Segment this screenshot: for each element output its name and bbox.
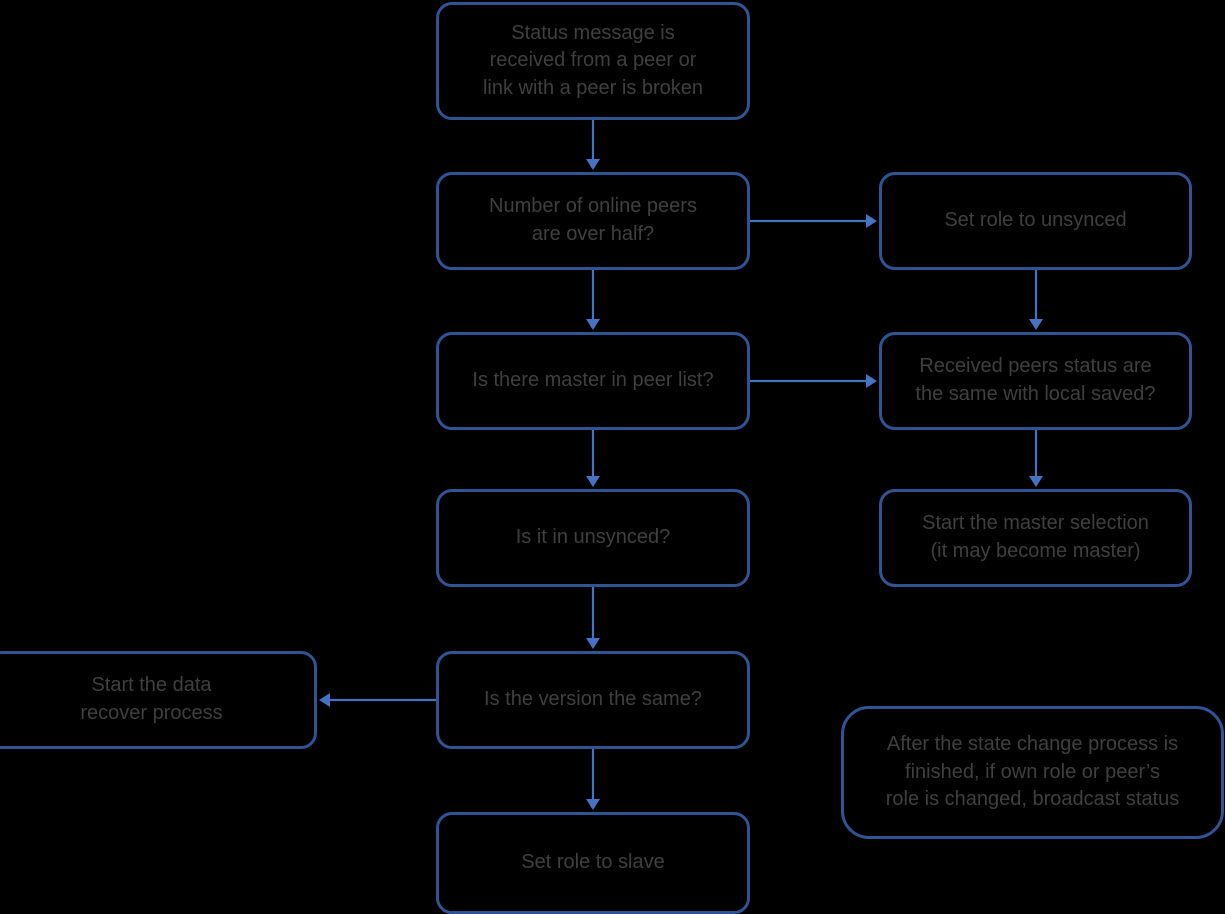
edge-edge-received-status-to-master-selection <box>1029 430 1043 487</box>
node-label: Start the data recover process <box>80 674 223 724</box>
node-label: After the state change process is finish… <box>885 733 1180 811</box>
node-label: Start the master selection (it may becom… <box>922 512 1149 562</box>
edge-edge-master-list-to-received-status <box>750 374 877 388</box>
arrowhead-icon <box>866 374 877 388</box>
edge-edge-unsynced-check-to-version-check <box>586 587 600 649</box>
node-label: Set role to unsynced <box>944 209 1127 232</box>
node-is-it-in-unsynced[interactable]: Is it in unsynced? <box>436 489 750 587</box>
arrowhead-icon <box>586 638 600 649</box>
node-broadcast-status-note[interactable]: After the state change process is finish… <box>841 706 1224 839</box>
arrowhead-icon <box>586 476 600 487</box>
arrowhead-icon <box>319 693 330 707</box>
node-label: Is it in unsynced? <box>515 526 671 549</box>
node-is-version-the-same[interactable]: Is the version the same? <box>436 651 750 749</box>
edge-edge-version-check-to-set-slave <box>586 749 600 810</box>
node-label: Received peers status are the same with … <box>915 355 1156 405</box>
edge-edge-status-to-online-peers <box>586 120 600 170</box>
edge-edge-online-peers-to-master-list <box>586 270 600 330</box>
node-received-peers-status-same[interactable]: Received peers status are the same with … <box>879 332 1192 430</box>
node-label: Set role to slave <box>521 851 665 874</box>
node-start-master-selection[interactable]: Start the master selection (it may becom… <box>879 489 1192 587</box>
node-label: Is the version the same? <box>484 688 702 711</box>
node-label: Status message is received from a peer o… <box>482 21 704 99</box>
node-label: Number of online peers are over half? <box>489 195 697 245</box>
node-start-data-recover-process[interactable]: Start the data recover process <box>0 651 317 749</box>
arrowhead-icon <box>866 214 877 228</box>
edge-edge-version-check-to-data-recover <box>319 693 436 707</box>
arrowhead-icon <box>586 319 600 330</box>
node-master-in-peer-list[interactable]: Is there master in peer list? <box>436 332 750 430</box>
arrowhead-icon <box>586 799 600 810</box>
edge-edge-online-peers-to-unsynced <box>750 214 877 228</box>
arrowhead-icon <box>1029 319 1043 330</box>
node-label: Is there master in peer list? <box>472 369 714 392</box>
node-status-message-received[interactable]: Status message is received from a peer o… <box>436 2 750 120</box>
arrowhead-icon <box>1029 476 1043 487</box>
node-online-peers-over-half[interactable]: Number of online peers are over half? <box>436 172 750 270</box>
node-set-role-to-unsynced[interactable]: Set role to unsynced <box>879 172 1192 270</box>
arrowhead-icon <box>586 159 600 170</box>
edge-edge-unsynced-to-received-status <box>1029 270 1043 330</box>
edge-edge-master-list-to-unsynced-check <box>586 430 600 487</box>
node-set-role-to-slave[interactable]: Set role to slave <box>436 812 750 914</box>
